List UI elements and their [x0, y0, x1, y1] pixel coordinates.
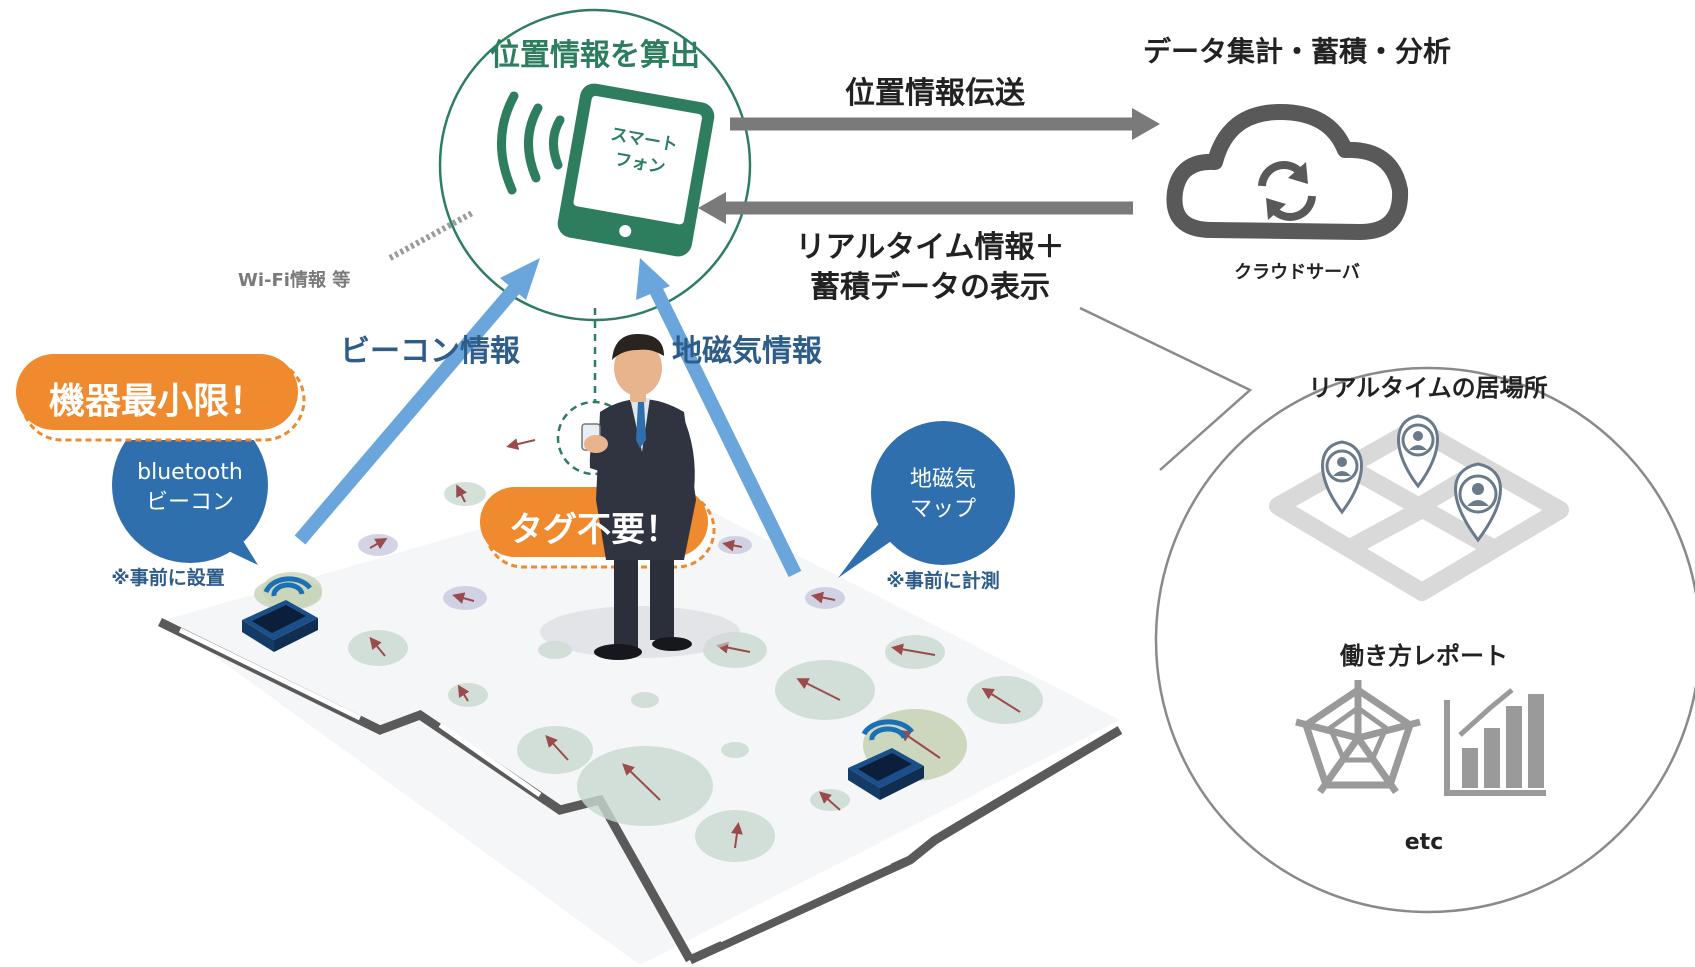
- beacon-bubble-line1: bluetooth: [137, 460, 243, 485]
- radar-chart-icon: [1295, 680, 1421, 795]
- bluetooth-beacon-device: [848, 719, 924, 800]
- wifi-label: Wi-Fi情報 等: [238, 270, 351, 291]
- cloud-icon: [1166, 104, 1409, 240]
- min-equipment-badge: 機器最小限！: [48, 381, 266, 422]
- beacon-bubble-line2: ビーコン: [145, 490, 235, 515]
- phone-section-title: 位置情報を算出: [490, 38, 700, 73]
- beacon-speech-bubble: [112, 407, 268, 565]
- transmit-label: 位置情報伝送: [845, 76, 1025, 111]
- tag-free-badge: タグ不要！: [509, 510, 679, 550]
- geomag-bubble-text: 地磁気 マップ: [910, 465, 976, 525]
- geomag-info-arrow: [636, 258, 802, 578]
- cloud-title: データ集計・蓄積・分析: [1142, 35, 1452, 68]
- location-pin-icon: [1454, 462, 1502, 543]
- beacon-info-arrow: [294, 258, 540, 545]
- report-title: 働き方レポート: [1340, 642, 1508, 670]
- geomag-speech-bubble: [838, 421, 1015, 578]
- bluetooth-beacon-device: [242, 576, 322, 652]
- sync-icon: [1258, 161, 1316, 221]
- return-label-line1: リアルタイム情報＋: [795, 230, 1065, 265]
- beacon-info-label: ビーコン情報: [340, 334, 520, 369]
- return-label: リアルタイム情報＋ 蓄積データの表示: [795, 228, 1064, 308]
- geomag-info-label: 地磁気情報: [672, 334, 822, 369]
- callout-pointer: [1079, 306, 1253, 471]
- smartphone-icon: [557, 83, 715, 257]
- cloud-label: クラウドサーバ: [1234, 262, 1360, 283]
- phone-range-circle: [438, 8, 752, 322]
- floor-plane: [165, 480, 1120, 965]
- geomag-vectors: [369, 438, 1021, 849]
- realtime-title: リアルタイムの居場所: [1308, 374, 1548, 402]
- beacon-note: ※事前に設置: [111, 567, 225, 589]
- location-pin-icon: [1321, 440, 1363, 515]
- min-equipment-badge-shape: [16, 354, 306, 442]
- geomag-bubble-line1: 地磁気: [909, 467, 977, 492]
- return-label-line2: 蓄積データの表示: [809, 270, 1050, 305]
- transmit-arrow: [730, 108, 1160, 140]
- geomag-note: ※事前に計測: [886, 570, 1000, 592]
- signal-waves-icon: [497, 91, 565, 195]
- etc-label: etc: [1404, 830, 1444, 855]
- bar-chart-icon: [1444, 688, 1546, 796]
- person-figure: [540, 334, 740, 660]
- wifi-signal-line: [388, 209, 476, 261]
- geomag-bubble-line2: マップ: [909, 497, 977, 522]
- return-arrow: [698, 192, 1133, 224]
- beacon-bubble-text: bluetooth ビーコン: [137, 458, 243, 518]
- location-pin-icon: [1397, 414, 1439, 489]
